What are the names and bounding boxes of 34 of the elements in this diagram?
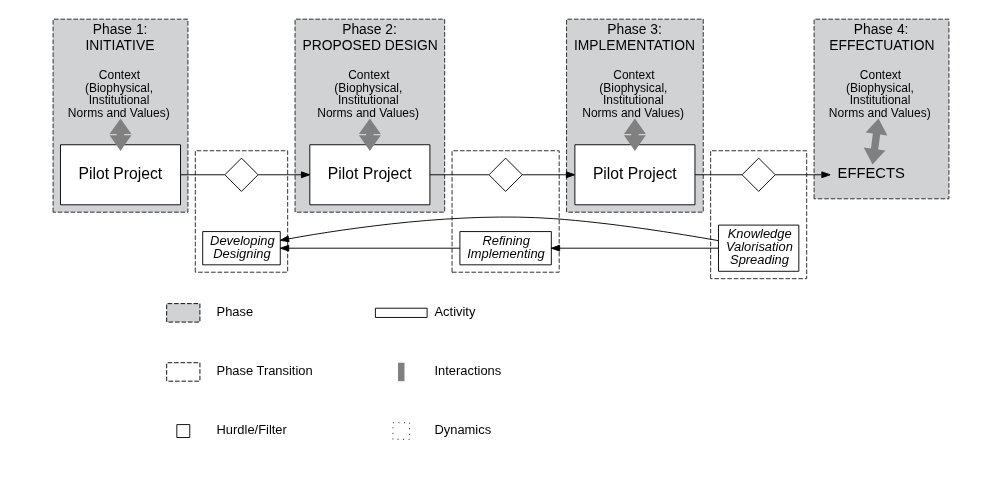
legend-label: Dynamics xyxy=(434,422,492,438)
node-diamond xyxy=(488,157,523,192)
arrow xyxy=(358,118,381,151)
connector xyxy=(694,174,743,176)
node-text: Context (Biophysical, Institutional Norms and Values) xyxy=(582,67,685,121)
arrow xyxy=(774,171,831,179)
node-box: Pilot Project xyxy=(309,144,431,206)
legend-label: Phase xyxy=(216,304,254,320)
arrow xyxy=(279,244,461,252)
node-box: Pilot Project xyxy=(60,144,181,206)
node-text: Context (Biophysical, Institutional Norms and Values) xyxy=(317,67,420,121)
node-diamond xyxy=(224,157,259,192)
node-box: Pilot Project xyxy=(574,144,696,206)
node-text: EFFECTS xyxy=(837,165,905,182)
arrow xyxy=(109,118,132,151)
legend-label: Activity xyxy=(434,304,476,320)
connector xyxy=(180,174,226,176)
arrow xyxy=(279,216,719,243)
arrow xyxy=(623,118,646,151)
node-text: Context (Biophysical, Institutional Norms and Values) xyxy=(828,67,931,121)
arrow xyxy=(550,244,719,252)
legend-label: Hurdle/Filter xyxy=(216,422,287,438)
legend-label: Interactions xyxy=(434,363,502,379)
arrow xyxy=(521,171,576,179)
node-box: Knowledge Valorisation Spreading xyxy=(718,224,800,272)
arrow xyxy=(257,171,311,179)
legend-label: Phase Transition xyxy=(216,363,313,379)
node-box: Developing Designing xyxy=(202,231,281,266)
arrow xyxy=(863,118,888,165)
node-diamond xyxy=(741,157,776,192)
node-box: Refining Implementing xyxy=(459,231,552,266)
cluster xyxy=(710,150,808,280)
node-text: Context (Biophysical, Institutional Norms and Values) xyxy=(67,67,170,121)
connector xyxy=(429,174,490,176)
